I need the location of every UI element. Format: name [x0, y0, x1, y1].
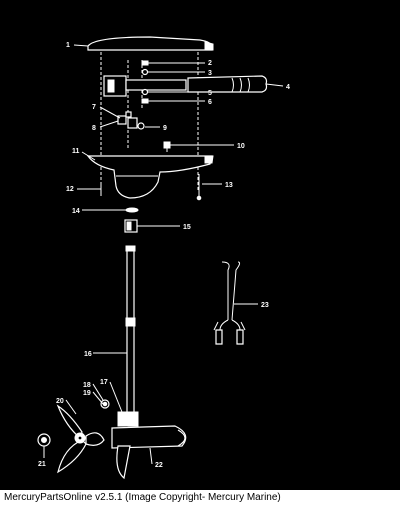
- callout-8: 8: [92, 125, 96, 132]
- part-collar-15: [124, 219, 138, 233]
- part-propeller-20: [56, 404, 105, 474]
- part-lower-unit: [111, 411, 187, 480]
- callout-13: 13: [225, 182, 233, 189]
- callout-9: 9: [163, 125, 167, 132]
- image-caption: MercuryPartsOnline v2.5.1 (Image Copyrig…: [0, 490, 400, 506]
- part-prop-nut-21: [37, 433, 51, 447]
- part-battery-cable-23: [213, 261, 246, 345]
- callout-3: 3: [208, 70, 212, 77]
- callout-7: 7: [92, 104, 96, 111]
- part-control-block: [103, 75, 268, 97]
- callout-2: 2: [208, 60, 212, 67]
- part-head-cover: [87, 36, 214, 51]
- callout-1: 1: [66, 42, 70, 49]
- part-washer-14: [125, 207, 139, 213]
- callout-19: 19: [83, 390, 91, 397]
- part-shaft-16: [125, 245, 136, 417]
- callout-20: 20: [56, 398, 64, 405]
- callout-16: 16: [84, 351, 92, 358]
- callout-labels: 1 2 3 4 5 6 7 8 9 10 11 12 13 14 15 16 1…: [38, 42, 290, 469]
- part-prop-nut-washer: [100, 399, 110, 409]
- callout-21: 21: [38, 461, 46, 468]
- part-screw-10: [163, 141, 171, 152]
- callout-11: 11: [72, 148, 80, 155]
- callout-14: 14: [72, 208, 80, 215]
- part-small-hardware: [141, 60, 149, 104]
- callout-15: 15: [183, 224, 191, 231]
- callout-6: 6: [208, 99, 212, 106]
- callout-23: 23: [261, 302, 269, 309]
- callout-5: 5: [208, 90, 212, 97]
- callout-22: 22: [155, 462, 163, 469]
- callout-12: 12: [66, 186, 74, 193]
- part-base-housing: [86, 155, 214, 199]
- callout-17: 17: [100, 379, 108, 386]
- callout-18: 18: [83, 382, 91, 389]
- callout-10: 10: [237, 143, 245, 150]
- part-switch-cluster: [117, 111, 145, 130]
- exploded-parts-diagram: 1 2 3 4 5 6 7 8 9 10 11 12 13 14 15 16 1…: [37, 36, 290, 480]
- callout-4: 4: [286, 84, 290, 91]
- leader-lines: [43, 44, 284, 465]
